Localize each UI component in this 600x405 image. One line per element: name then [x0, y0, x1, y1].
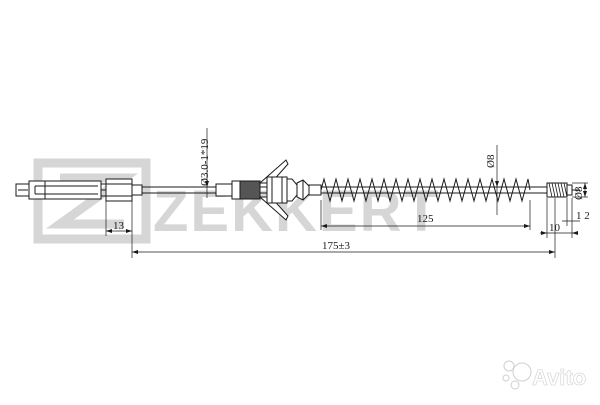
spring-diameter-label: Ø8 [485, 154, 497, 168]
centre-grommet [215, 159, 322, 221]
brand-logo-icon [33, 158, 151, 244]
avito-watermark: Avito [502, 360, 586, 390]
cable-spring [320, 177, 531, 203]
dimension-arrows [106, 181, 587, 254]
brand-watermark: ZEKKERT [33, 158, 439, 244]
left-end-fitting [15, 178, 143, 202]
dimension-125-label: 125 [417, 213, 434, 225]
end-diameter-label: Ø8 [573, 186, 585, 200]
cable-assembly [15, 159, 580, 221]
dimension-1-2-label: 1 2 [576, 210, 590, 222]
cable-spec-label: Ø3.0-1*19 [199, 138, 211, 186]
dimension-total-length-label: 175±3 [322, 240, 351, 252]
dimension-10-label: 10 [549, 222, 561, 234]
right-end-ferrule [546, 182, 580, 198]
avito-wordmark: Avito [532, 365, 586, 390]
dimension-13-label: 13 [113, 220, 125, 232]
dimension-lines [105, 128, 588, 258]
avito-logo-icon [502, 360, 532, 390]
